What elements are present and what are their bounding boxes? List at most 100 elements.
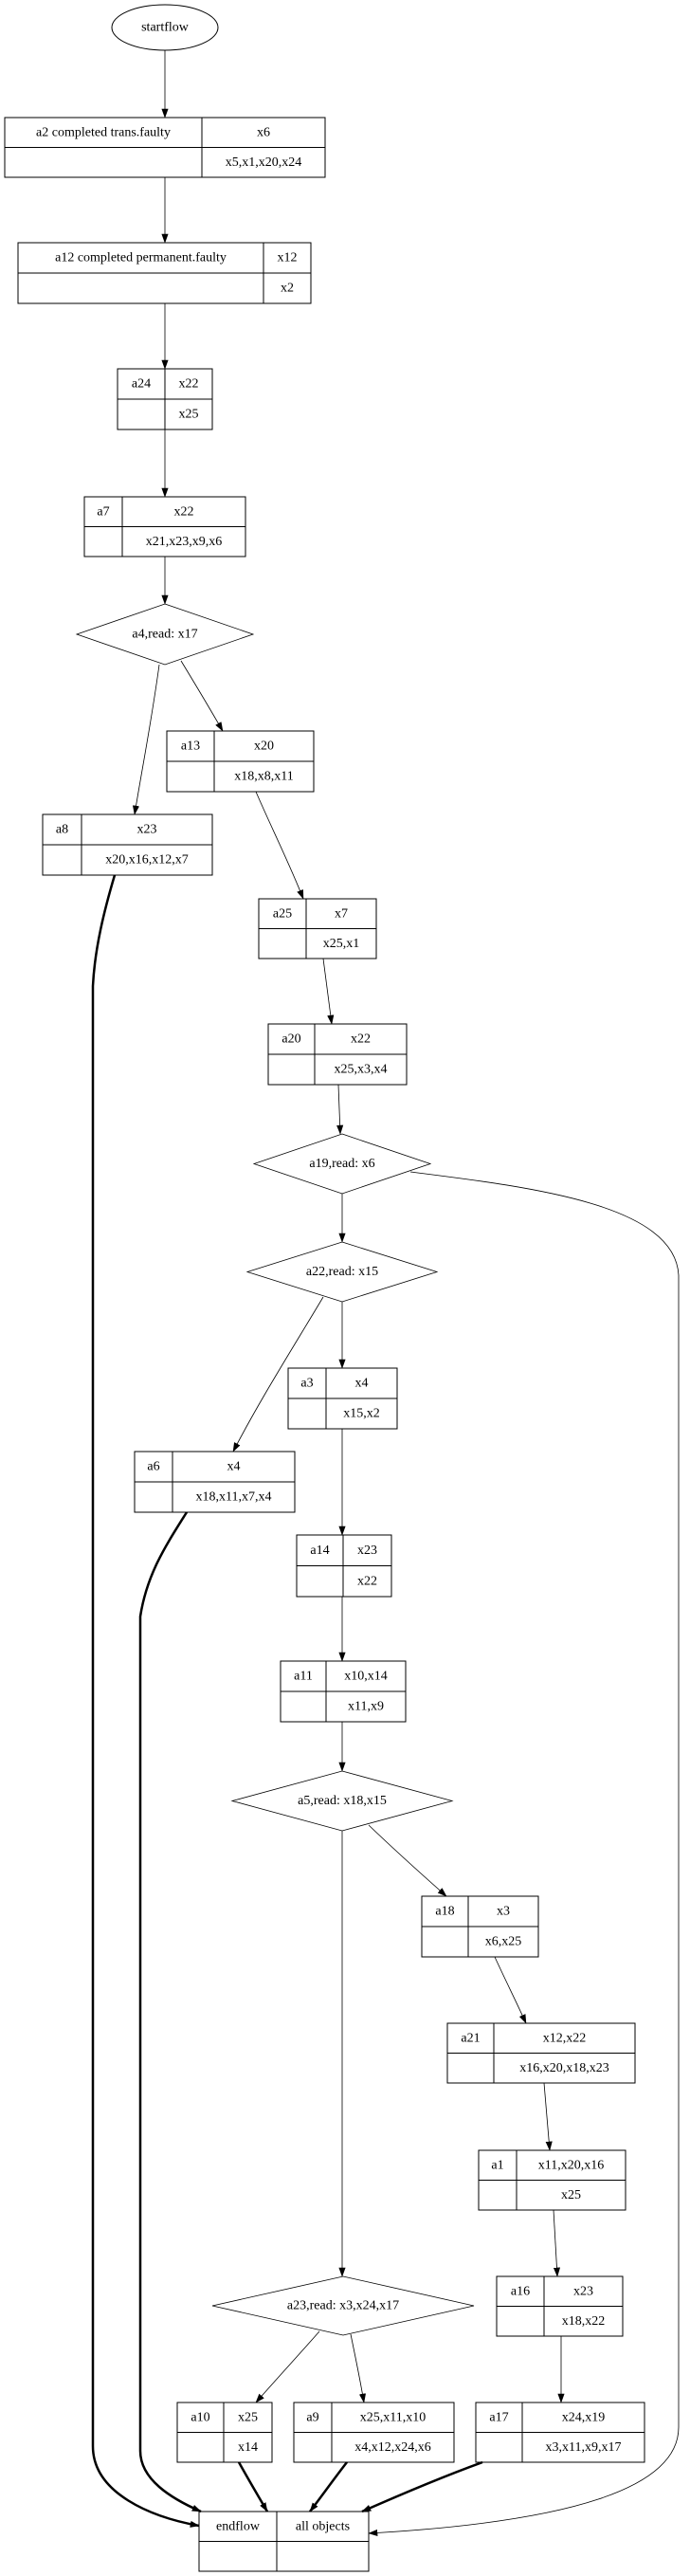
record-write-objects: x22	[351, 1032, 371, 1047]
record-write-objects: x10,x14	[344, 1670, 388, 1684]
record-write-objects: x23	[357, 1544, 377, 1558]
record-name: a1	[491, 2158, 503, 2172]
node-a8[interactable]: a8 x23 x20,x16,x12,x7	[42, 813, 213, 876]
edges-layer	[91, 50, 680, 2537]
edge-a4-to-a8	[132, 664, 160, 815]
record-write-objects: x12	[278, 251, 298, 265]
edge-a18-to-a21	[494, 1956, 527, 2024]
decision-a4[interactable]: a4,read: x17	[75, 603, 255, 666]
decision-diamond	[252, 1133, 432, 1195]
decision-diamond	[211, 2275, 475, 2336]
node-a24[interactable]: a24 x22 x25	[117, 368, 213, 430]
record-name: a6	[147, 1460, 159, 1474]
decision-label: a19,read: x6	[309, 1157, 374, 1171]
record-read-objects: x4,x12,x24,x6	[354, 2440, 431, 2455]
start-label: startflow	[141, 21, 190, 35]
record-write-objects: all objects	[296, 2519, 350, 2533]
record-name: a7	[97, 504, 109, 519]
record-name: a21	[461, 2031, 480, 2045]
node-a11[interactable]: a11 x10,x14 x11,x9	[280, 1660, 407, 1723]
decision-a22[interactable]: a22,read: x15	[245, 1241, 439, 1303]
decision-label: a4,read: x17	[132, 628, 197, 642]
record-read-objects: x15,x2	[343, 1407, 380, 1421]
edge-a22-to-a6	[232, 1296, 324, 1452]
edge-a6-to-end	[138, 1511, 202, 2513]
record-read-objects: x25,x3,x4	[335, 1063, 388, 1077]
record-name: a8	[56, 823, 68, 837]
record-write-objects: x24,x19	[562, 2410, 606, 2424]
edge-a9-to-end	[309, 2461, 348, 2512]
record-name: a17	[489, 2410, 508, 2424]
record-name: a18	[435, 1905, 454, 1919]
record-write-objects: x12,x22	[543, 2031, 587, 2045]
decision-diamond	[75, 603, 255, 666]
record-name: endflow	[216, 2519, 261, 2533]
record-read-objects: x18,x22	[562, 2314, 606, 2329]
node-a17[interactable]: a17 x24,x19 x3,x11,x9,x17	[475, 2402, 645, 2463]
record-write-objects: x6	[257, 125, 270, 139]
record-read-objects: x11,x9	[348, 1700, 384, 1714]
edge-a1-to-a16	[553, 2209, 561, 2277]
record-write-objects: x22	[174, 504, 194, 519]
record-read-objects: x2	[281, 282, 294, 296]
node-a12[interactable]: a12 completed permanent.faulty x12 x2	[17, 242, 312, 304]
node-a6[interactable]: a6 x4 x18,x11,x7,x4	[134, 1451, 296, 1513]
edge-a23-to-a10	[255, 2330, 320, 2403]
edge-a23-to-a9	[350, 2333, 366, 2403]
record-name: a24	[132, 377, 151, 392]
edge-a17-to-end	[361, 2460, 483, 2513]
node-a25[interactable]: a25 x7 x25,x1	[258, 898, 377, 959]
record-read-objects: x25	[561, 2188, 581, 2202]
record-write-objects: x25,x11,x10	[360, 2410, 426, 2424]
record-name: a10	[191, 2410, 209, 2424]
record-name: a13	[181, 740, 200, 754]
edge-a13-to-a25	[255, 791, 304, 900]
edge-a19-to-end	[368, 1171, 680, 2537]
record-name: a3	[300, 1377, 313, 1391]
record-read-objects: x6,x25	[485, 1935, 522, 1949]
edge-a21-to-a1	[543, 2082, 553, 2151]
record-read-objects: x25,x1	[323, 937, 360, 951]
node-end[interactable]: endflow all objects	[198, 2511, 370, 2572]
record-write-objects: x22	[179, 377, 199, 392]
record-write-objects: x7	[335, 906, 348, 921]
record-write-objects: x4	[227, 1460, 241, 1474]
record-name: a25	[273, 906, 292, 921]
record-read-objects: x25	[179, 408, 199, 422]
node-a18[interactable]: a18 x3 x6,x25	[421, 1895, 539, 1958]
edge-a20-to-a19	[336, 1084, 344, 1135]
record-read-objects: x18,x11,x7,x4	[196, 1490, 272, 1505]
edge-a5-to-a18	[368, 1824, 447, 1897]
decision-label: a22,read: x15	[306, 1265, 378, 1279]
record-read-objects: x20,x16,x12,x7	[105, 853, 189, 868]
decision-a23[interactable]: a23,read: x3,x24,x17	[211, 2275, 475, 2336]
record-write-objects: x20	[254, 740, 274, 754]
record-write-objects: x3	[497, 1905, 510, 1919]
edge-a4-to-a13	[180, 660, 224, 732]
edge-a10-to-end	[237, 2461, 269, 2512]
decision-diamond	[230, 1770, 454, 1832]
decision-a5[interactable]: a5,read: x18,x15	[230, 1770, 454, 1832]
record-read-objects: x3,x11,x9,x17	[546, 2440, 622, 2455]
node-startflow[interactable]: startflow	[111, 4, 219, 51]
record-write-objects: x23	[137, 823, 157, 837]
edge-a8-to-end	[91, 874, 200, 2528]
record-name: a11	[294, 1670, 313, 1684]
decision-a19[interactable]: a19,read: x6	[252, 1133, 432, 1195]
record-read-objects: x14	[238, 2440, 258, 2455]
record-name: a12 completed permanent.faulty	[55, 251, 227, 265]
decision-label: a23,read: x3,x24,x17	[287, 2299, 399, 2313]
